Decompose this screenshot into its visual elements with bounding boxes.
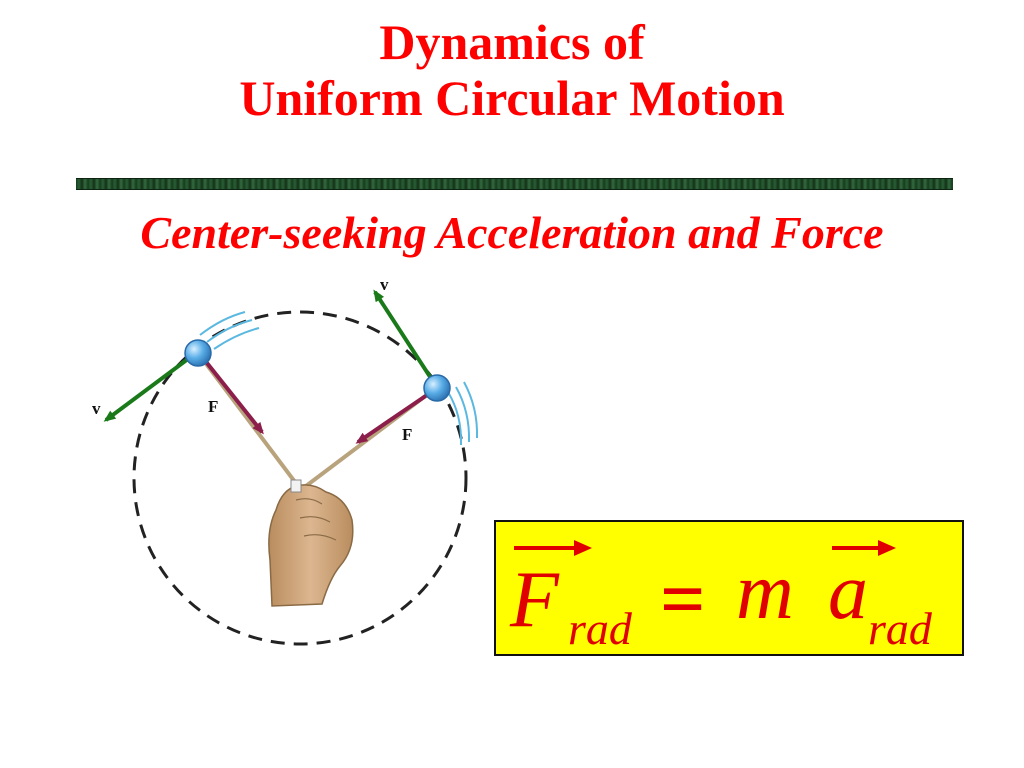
title-divider: [76, 178, 953, 190]
force-label-left: F: [208, 397, 218, 416]
vector-arrows: [514, 540, 896, 556]
ball-left: [184, 339, 212, 367]
hand-illustration: [268, 479, 354, 607]
motion-lines-left: [199, 311, 260, 350]
velocity-arrow-left: [103, 351, 198, 422]
title-line-2: Uniform Circular Motion: [239, 70, 785, 126]
ball-right: [423, 374, 451, 402]
slide-subtitle: Center-seeking Acceleration and Force: [140, 207, 884, 258]
force-arrow-left: [201, 356, 264, 435]
circular-path: [132, 310, 468, 646]
force-label-right: F: [402, 425, 412, 444]
equals-sign: =: [660, 556, 706, 644]
force-symbol: F: [510, 556, 559, 644]
velocity-label-top: v: [380, 275, 389, 294]
accel-vector-arrow: [832, 540, 896, 556]
force-arrow-right: [355, 391, 432, 444]
velocity-arrow-top: [373, 289, 438, 388]
accel-subscript: rad: [868, 603, 932, 654]
equation-box: F rad = m a rad: [494, 520, 964, 656]
accel-symbol: a: [828, 548, 868, 636]
mass-symbol: m: [736, 548, 794, 636]
force-subscript: rad: [568, 603, 632, 654]
title-line-1: Dynamics of: [379, 14, 645, 70]
motion-lines-right: [447, 381, 479, 446]
velocity-label-left: v: [92, 399, 101, 418]
force-vector-arrow: [514, 540, 592, 556]
slide-title: Dynamics of Uniform Circular Motion: [0, 14, 1024, 126]
